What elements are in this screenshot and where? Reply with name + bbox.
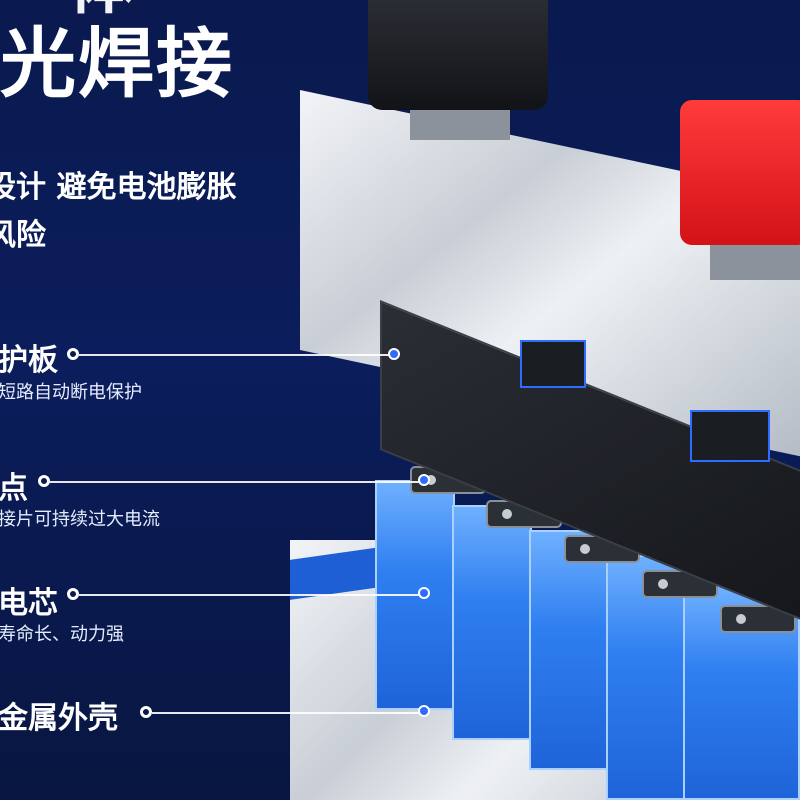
callout-line [50, 481, 420, 483]
callout-dot [38, 475, 50, 487]
black-terminal [368, 0, 548, 110]
feature-desc-weld: 接片可持续过大电流 [0, 509, 160, 530]
subtitle-line2: 风险 [0, 218, 46, 253]
target-dot-weld [418, 474, 430, 486]
headline-line1: 一体 [0, 0, 136, 18]
red-terminal [680, 100, 800, 245]
bms-chip [690, 410, 770, 462]
feature-label-cell: 电芯 [0, 586, 58, 621]
feature-label-case: 金属外壳 [0, 701, 118, 736]
callout-dot [67, 348, 79, 360]
headline-line2: 光焊接 [0, 19, 234, 108]
callout-dot [67, 588, 79, 600]
callout-line [152, 712, 420, 714]
red-terminal-base [710, 245, 800, 280]
target-dot-cell [418, 587, 430, 599]
feature-label-weld: 点 [0, 471, 28, 506]
callout-line [79, 354, 390, 356]
feature-desc-cell: 寿命长、动力强 [0, 624, 124, 645]
callout-line [79, 594, 420, 596]
bms-chip [520, 340, 586, 388]
subtitle-line1: 设计 避免电池膨胀 [0, 170, 237, 205]
feature-desc-bms: 短路自动断电保护 [0, 382, 142, 403]
battery-cell [452, 505, 532, 740]
black-terminal-base [410, 110, 510, 140]
feature-label-bms: 护板 [0, 343, 58, 378]
battery-cell [529, 530, 609, 770]
target-dot-case [418, 705, 430, 717]
callout-dot [140, 706, 152, 718]
product-illustration [280, 0, 800, 800]
